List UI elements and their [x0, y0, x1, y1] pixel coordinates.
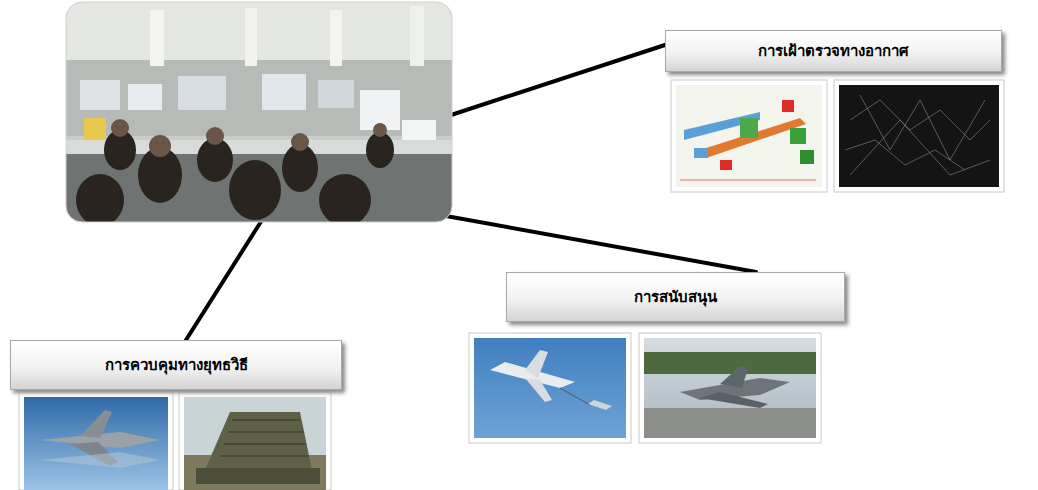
label-text: การควบคุมทางยุทธวิธี: [91, 353, 262, 377]
radar-screen-photo: [834, 80, 1004, 192]
label-text: การสนับสนุน: [620, 285, 731, 309]
missile-launcher-photo: [179, 392, 331, 490]
eurofighter-photo: [19, 392, 173, 490]
control-room-photo: [66, 2, 452, 222]
fighter-runway-photo: [639, 333, 821, 443]
label-box: การควบคุมทางยุทธวิธี: [10, 340, 342, 390]
label-text: การเฝ้าตรวจทางอากาศ: [744, 39, 923, 63]
surveillance-diagram-photo: [671, 80, 827, 192]
label-box: การเฝ้าตรวจทางอากาศ: [665, 30, 1002, 72]
tanker-aircraft-photo: [469, 333, 631, 443]
label-box: การสนับสนุน: [506, 272, 845, 322]
